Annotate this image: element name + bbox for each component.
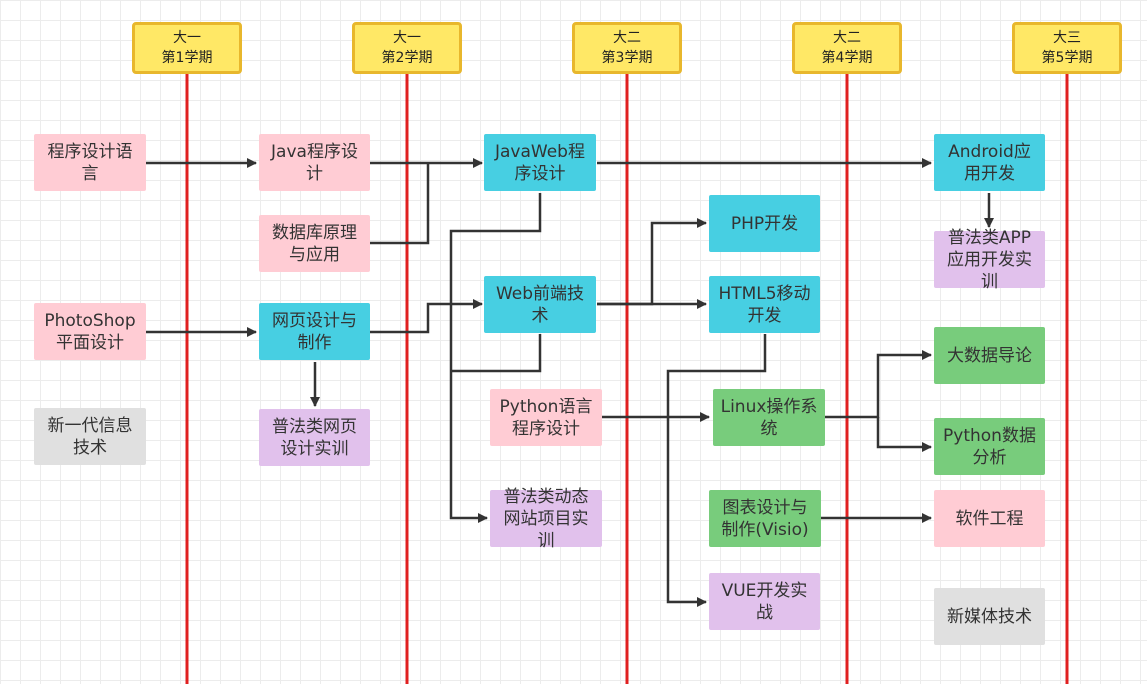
term-header-1: 大一 第1学期 [132, 22, 242, 74]
course-python-analysis: Python数据分析 [934, 418, 1045, 475]
course-programming-language: 程序设计语言 [34, 134, 146, 191]
term-year: 大一 [173, 30, 201, 46]
arrow-javaweb-to-dynamic-site [449, 193, 542, 523]
course-html5: HTML5移动开发 [709, 276, 820, 333]
term-header-2: 大一 第2学期 [352, 22, 462, 74]
term-year: 大一 [393, 30, 421, 46]
term-header-3: 大二 第3学期 [572, 22, 682, 74]
term-semester: 第5学期 [1041, 50, 1093, 66]
course-linux: Linux操作系统 [713, 389, 825, 446]
term-year: 大二 [833, 30, 861, 46]
course-android: Android应用开发 [934, 134, 1045, 191]
course-web-training: 普法类网页设计实训 [259, 409, 370, 466]
term-header-4: 大二 第4学期 [792, 22, 902, 74]
course-database: 数据库原理与应用 [259, 215, 370, 272]
term-semester: 第3学期 [601, 50, 653, 66]
arrow-frontend-to-php [597, 218, 707, 306]
arrow-html5-to-vue [666, 334, 767, 607]
course-javaweb: JavaWeb程序设计 [484, 134, 596, 191]
arrow-linux-to-bigdata [825, 350, 932, 419]
course-visio: 图表设计与制作(Visio) [709, 490, 821, 547]
course-web-design: 网页设计与制作 [259, 303, 370, 360]
course-big-data: 大数据导论 [934, 327, 1045, 384]
course-vue: VUE开发实战 [709, 573, 820, 630]
term-semester: 第4学期 [821, 50, 873, 66]
arrow-frontend-to-dynamic-site [451, 334, 542, 373]
course-web-frontend: Web前端技术 [484, 276, 596, 333]
arrow-webdesign-to-frontend [370, 299, 483, 334]
course-app-training: 普法类APP应用开发实训 [934, 228, 1045, 292]
course-photoshop: PhotoShop平面设计 [34, 303, 146, 360]
course-software-engineering: 软件工程 [934, 490, 1045, 547]
course-python-language: Python语言程序设计 [490, 389, 602, 446]
course-new-it: 新一代信息技术 [34, 408, 146, 465]
course-java: Java程序设计 [259, 134, 370, 191]
course-dynamic-site-training: 普法类动态网站项目实训 [490, 487, 602, 551]
term-semester: 第2学期 [381, 50, 433, 66]
course-php: PHP开发 [709, 195, 820, 252]
arrow-linux-to-python-analysis [876, 417, 932, 452]
course-new-media: 新媒体技术 [934, 588, 1045, 645]
term-year: 大三 [1053, 30, 1081, 46]
term-header-5: 大三 第5学期 [1012, 22, 1122, 74]
term-semester: 第1学期 [161, 50, 213, 66]
arrow-database-to-javaweb [370, 163, 430, 245]
term-year: 大二 [613, 30, 641, 46]
